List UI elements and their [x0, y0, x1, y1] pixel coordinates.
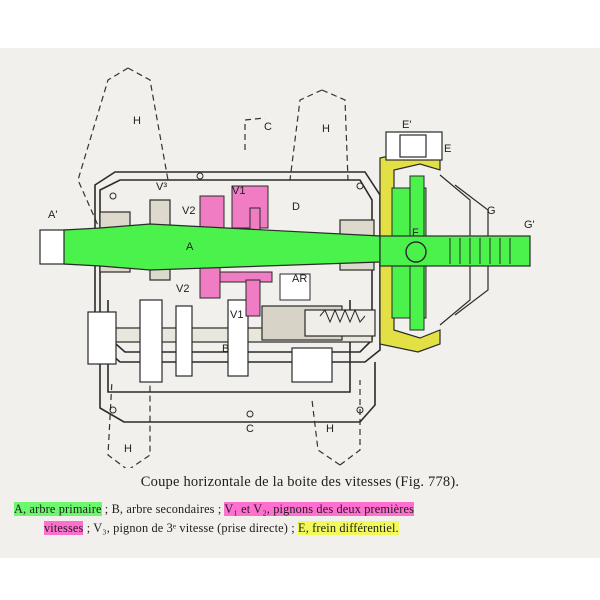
label-v3: V³ — [156, 181, 167, 193]
legend-vitesses-highlight: vitesses — [44, 521, 84, 535]
bolt-holes — [109, 172, 364, 418]
label-a: A — [186, 241, 194, 253]
label-v2-bottom: V2 — [176, 283, 189, 295]
label-h-bottom-right: H — [326, 423, 334, 435]
legend-a-highlight: A, arbre primaire — [14, 502, 102, 516]
legend-line-1: A, arbre primaire ; B, arbre secondaires… — [14, 500, 594, 519]
label-g: G — [487, 205, 496, 217]
label-b: B — [222, 343, 229, 355]
label-f: F — [412, 227, 419, 239]
figure-caption: Coupe horizontale de la boite des vitess… — [140, 474, 460, 490]
spring-detail — [279, 273, 366, 324]
legend-v1v2-highlight: V₁ et V₂, pignons des deux premières — [224, 502, 415, 516]
secondary-gears — [87, 299, 376, 383]
label-h-top-left: H — [133, 115, 141, 127]
label-g-prime: G' — [524, 219, 535, 231]
legend-v3-text: ; V₃, pignon de 3ᵉ vitesse (prise direct… — [83, 521, 299, 535]
label-e-prime: E' — [402, 119, 411, 131]
label-v1-bottom: V1 — [230, 309, 243, 321]
legend-line-2: vitesses ; V₃, pignon de 3ᵉ vitesse (pri… — [14, 519, 594, 538]
label-d: D — [292, 201, 300, 213]
gearbox-drawing: H H C E' E G G' F A' A V³ V2 V1 D AR V2 … — [39, 67, 535, 468]
dashed-linkages — [77, 67, 361, 468]
label-a-prime: A' — [48, 209, 57, 221]
label-e: E — [444, 143, 451, 155]
primary-shaft-a — [39, 223, 531, 271]
figure-legend: A, arbre primaire ; B, arbre secondaires… — [14, 500, 594, 538]
label-ar: AR — [292, 273, 307, 285]
legend-b-text: ; B, arbre secondaires ; — [101, 502, 225, 516]
label-v1-top: V1 — [232, 185, 245, 197]
legend-e-highlight: E, frein différentiel. — [298, 521, 399, 535]
label-c-bottom: C — [246, 423, 254, 435]
gearbox-diagram: H H C E' E G G' F A' A V³ V2 V1 D AR V2 … — [0, 48, 600, 468]
label-h-bottom-left: H — [124, 443, 132, 455]
label-c-top: C — [264, 121, 272, 133]
label-h-top-right: H — [322, 123, 330, 135]
label-v2-top: V2 — [182, 205, 195, 217]
